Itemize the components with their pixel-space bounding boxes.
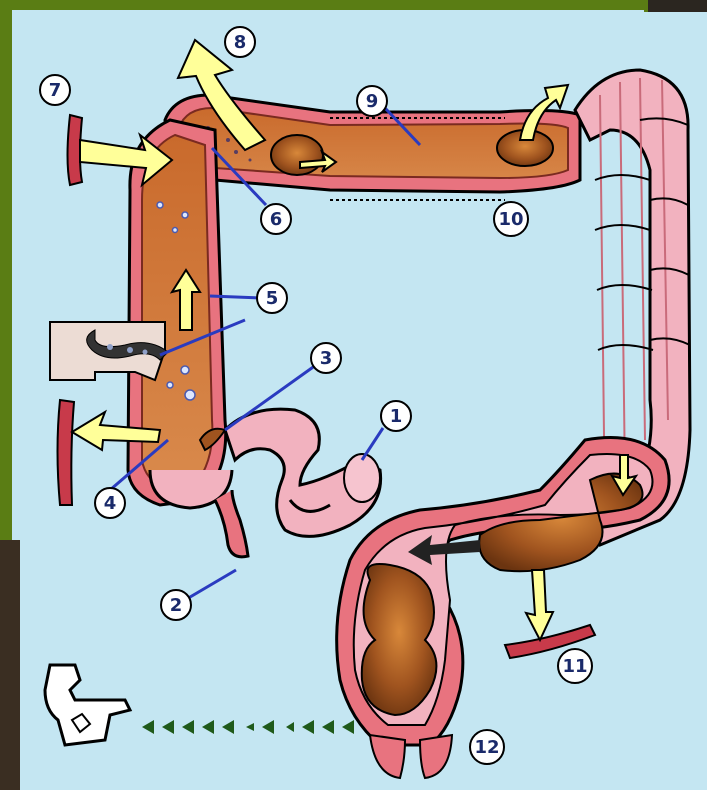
- label-5: 5: [257, 283, 287, 313]
- label-4: 4: [95, 488, 125, 518]
- label-6: 6: [261, 204, 291, 234]
- svg-text:12: 12: [474, 737, 499, 758]
- label-12: 12: [470, 730, 504, 764]
- svg-text:7: 7: [49, 80, 62, 101]
- dark-corner-left: [0, 540, 22, 790]
- svg-text:5: 5: [266, 288, 279, 309]
- label-1: 1: [381, 401, 411, 431]
- svg-text:10: 10: [498, 209, 523, 230]
- svg-text:3: 3: [320, 348, 333, 369]
- svg-text:8: 8: [234, 32, 247, 53]
- label-11: 11: [558, 649, 592, 683]
- label-3: 3: [311, 343, 341, 373]
- stool-lump-1: [271, 135, 323, 175]
- vessel-left: [58, 400, 75, 505]
- label-2: 2: [161, 590, 191, 620]
- svg-text:2: 2: [170, 595, 183, 616]
- mucosa-section: [50, 322, 168, 380]
- label-7: 7: [40, 75, 70, 105]
- label-10: 10: [494, 202, 528, 236]
- label-8: 8: [225, 27, 255, 57]
- svg-text:6: 6: [270, 209, 283, 230]
- label-9: 9: [357, 86, 387, 116]
- svg-text:11: 11: [562, 656, 587, 677]
- svg-text:9: 9: [366, 91, 379, 112]
- svg-text:1: 1: [390, 406, 403, 427]
- dark-corner-top: [648, 0, 707, 14]
- svg-text:4: 4: [104, 493, 117, 514]
